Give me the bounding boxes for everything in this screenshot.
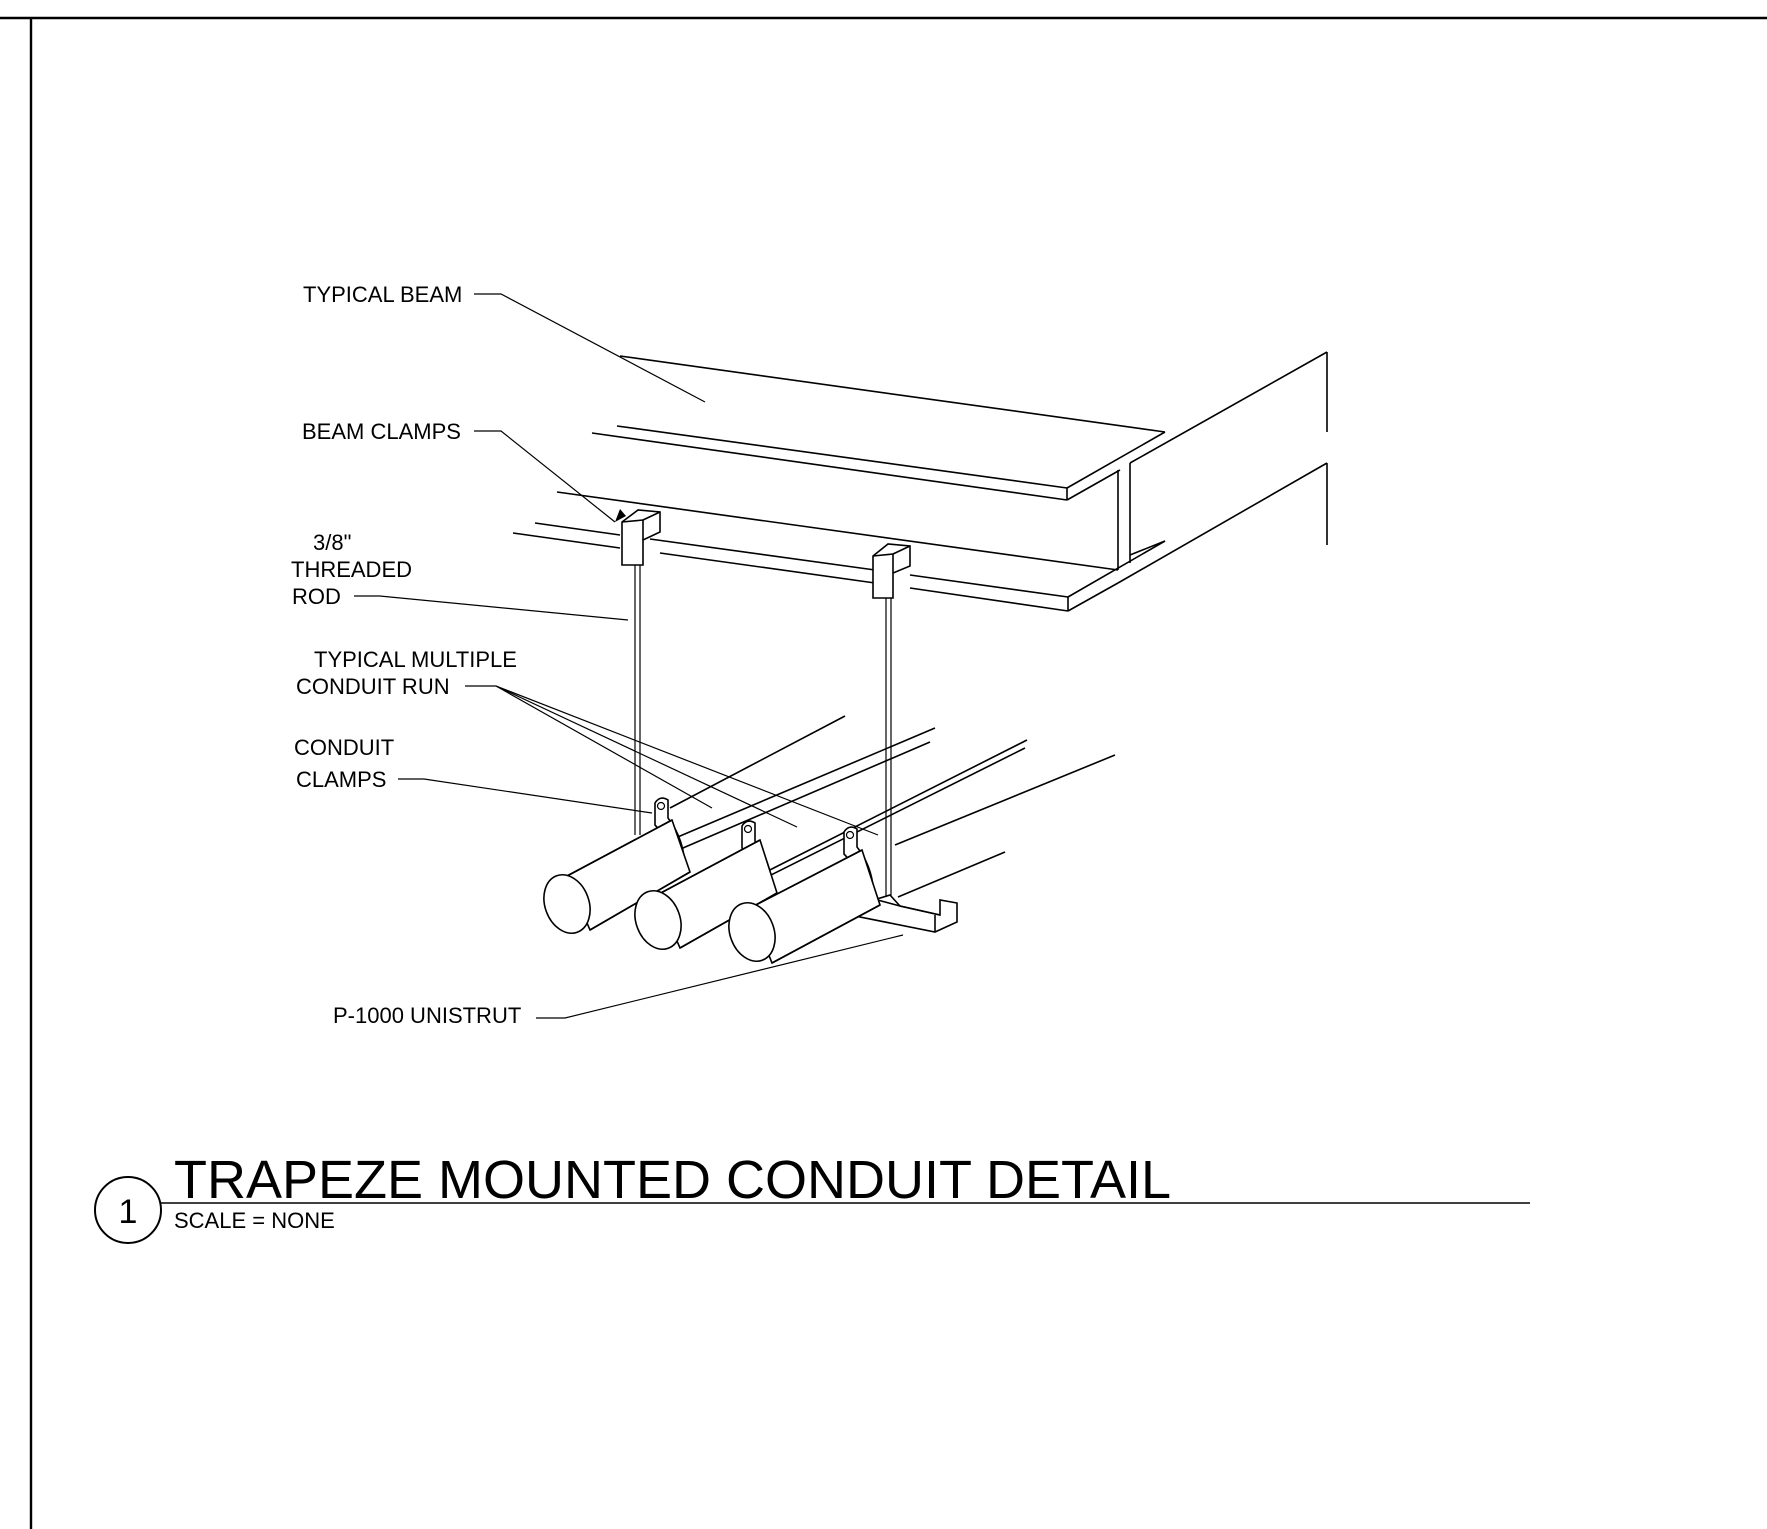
conduit-3 xyxy=(728,848,881,965)
leader-lines xyxy=(354,293,904,1019)
label-unistrut: P-1000 UNISTRUT xyxy=(333,1003,521,1028)
label-threaded-rod-line3: ROD xyxy=(292,584,341,609)
detail-title: TRAPEZE MOUNTED CONDUIT DETAIL xyxy=(174,1150,1171,1210)
sheet-border xyxy=(0,16,1767,1529)
label-conduit-clamps-line1: CONDUIT xyxy=(294,735,394,760)
conduit-run xyxy=(646,715,1116,898)
beam-clamp-right xyxy=(872,543,911,599)
detail-title-block xyxy=(94,1176,1530,1244)
i-beam xyxy=(512,351,1328,612)
label-conduit-run-line2: CONDUIT RUN xyxy=(296,674,450,699)
detail-scale: SCALE = NONE xyxy=(174,1208,335,1233)
label-typical-beam: TYPICAL BEAM xyxy=(303,282,462,307)
label-beam-clamps: BEAM CLAMPS xyxy=(302,419,461,444)
beam-clamp-left xyxy=(621,509,661,566)
label-threaded-rod-line1: 3/8" xyxy=(313,530,351,555)
detail-number: 1 xyxy=(119,1193,138,1231)
threaded-rod-left xyxy=(634,565,641,835)
label-conduit-clamps-line2: CLAMPS xyxy=(296,767,386,792)
label-threaded-rod-line2: THREADED xyxy=(291,557,412,582)
threaded-rod-right xyxy=(885,598,892,905)
conduit-1 xyxy=(543,818,691,934)
conduit-2 xyxy=(634,838,778,950)
label-conduit-run-line1: TYPICAL MULTIPLE xyxy=(314,647,517,672)
